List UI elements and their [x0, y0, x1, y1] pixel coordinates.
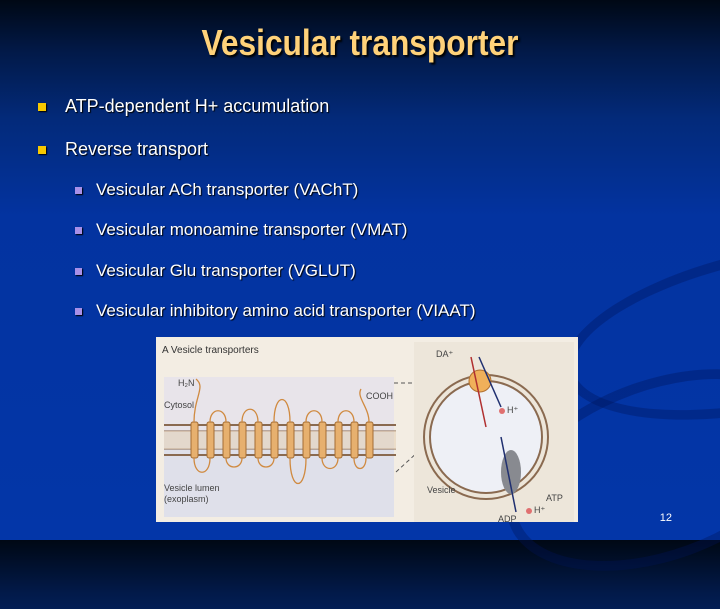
proton-outside-label: H⁺ [534, 505, 546, 515]
sub-bullet-marker [75, 268, 82, 275]
adp-label: ADP [498, 514, 517, 522]
vesicle-transporter-figure: A Vesicle transporters H₂N Cytosol COOH … [156, 337, 578, 522]
atp-label: ATP [546, 493, 563, 503]
sub-bullet-marker [75, 308, 82, 315]
sub-bullet-item: Vesicular inhibitory amino acid transpor… [96, 301, 476, 320]
bullet-item: ATP-dependent H+ accumulation [65, 96, 330, 116]
figure-panel-title: A Vesicle transporters [162, 345, 259, 356]
sub-bullet-item: Vesicular monoamine transporter (VMAT) [96, 220, 408, 239]
cooh-label: COOH [366, 391, 393, 401]
bullet-marker [38, 103, 46, 111]
dopamine-label: DA⁺ [436, 349, 454, 359]
bullet-marker [38, 146, 46, 154]
slide-title: Vesicular transporter [201, 22, 519, 63]
vesicle-label: Vesicle [427, 485, 456, 495]
bullet-item: Reverse transport [65, 139, 209, 159]
sub-bullet-item: Vesicular Glu transporter (VGLUT) [96, 261, 356, 280]
sub-bullet-marker [75, 187, 82, 194]
vesicle-lumen-label: Vesicle lumen [164, 483, 220, 493]
page-number: 12 [659, 512, 672, 524]
sub-bullet-marker [75, 227, 82, 234]
membrane-diagram [164, 342, 574, 522]
cytosol-label: Cytosol [164, 400, 195, 410]
exoplasm-label: (exoplasm) [164, 494, 209, 504]
proton-inside-label: H⁺ [507, 405, 519, 415]
sub-bullet-item: Vesicular ACh transporter (VAChT) [96, 180, 359, 199]
h2n-label: H₂N [178, 378, 195, 388]
